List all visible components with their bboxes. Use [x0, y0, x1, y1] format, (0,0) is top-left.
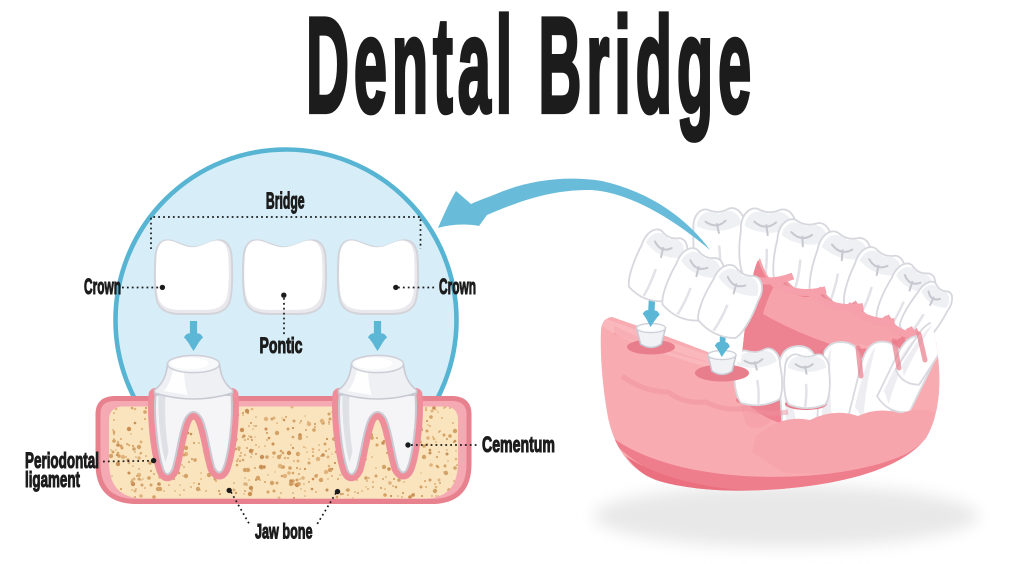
svg-text:Dental Bridge: Dental Bridge	[306, 0, 756, 141]
svg-text:Periodontal: Periodontal	[25, 448, 99, 473]
svg-text:Jaw bone: Jaw bone	[255, 520, 313, 544]
svg-text:Bridge: Bridge	[266, 188, 305, 214]
svg-text:Pontic: Pontic	[260, 333, 303, 358]
svg-text:ligament: ligament	[25, 467, 80, 492]
svg-text:Cementum: Cementum	[482, 432, 555, 457]
svg-text:Crown: Crown	[84, 274, 121, 299]
svg-text:Crown: Crown	[439, 274, 476, 299]
